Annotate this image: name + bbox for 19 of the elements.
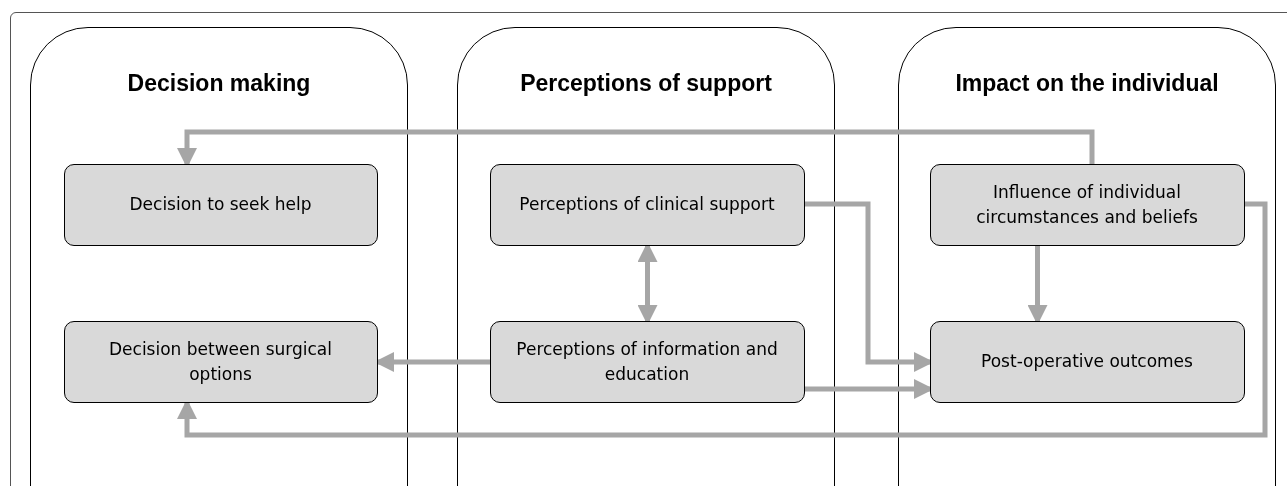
subtheme-box <box>929 320 1245 403</box>
subtheme-label: Perceptions of information and education <box>515 337 779 386</box>
subtheme-box <box>489 320 805 403</box>
theme-panel <box>30 27 408 486</box>
subtheme-label: Perceptions of clinical support <box>519 193 775 217</box>
theme-heading: Decision making <box>126 70 312 97</box>
subtheme-box <box>63 320 378 403</box>
subtheme-label: Decision between surgical options <box>108 337 333 386</box>
subtheme-label: Decision to seek help <box>129 193 312 217</box>
subtheme-label: Influence of individual circumstances and beliefs <box>975 180 1199 229</box>
theme-heading: Perceptions of support <box>519 70 773 97</box>
theme-heading: Impact on the individual <box>954 70 1220 97</box>
subtheme-box <box>929 163 1245 246</box>
subtheme-box <box>63 163 378 246</box>
subtheme-box <box>489 163 805 246</box>
theme-panel <box>457 27 835 486</box>
theme-panel <box>898 27 1276 486</box>
arrow <box>177 201 1268 438</box>
subtheme-label: Post-operative outcomes <box>981 350 1193 374</box>
